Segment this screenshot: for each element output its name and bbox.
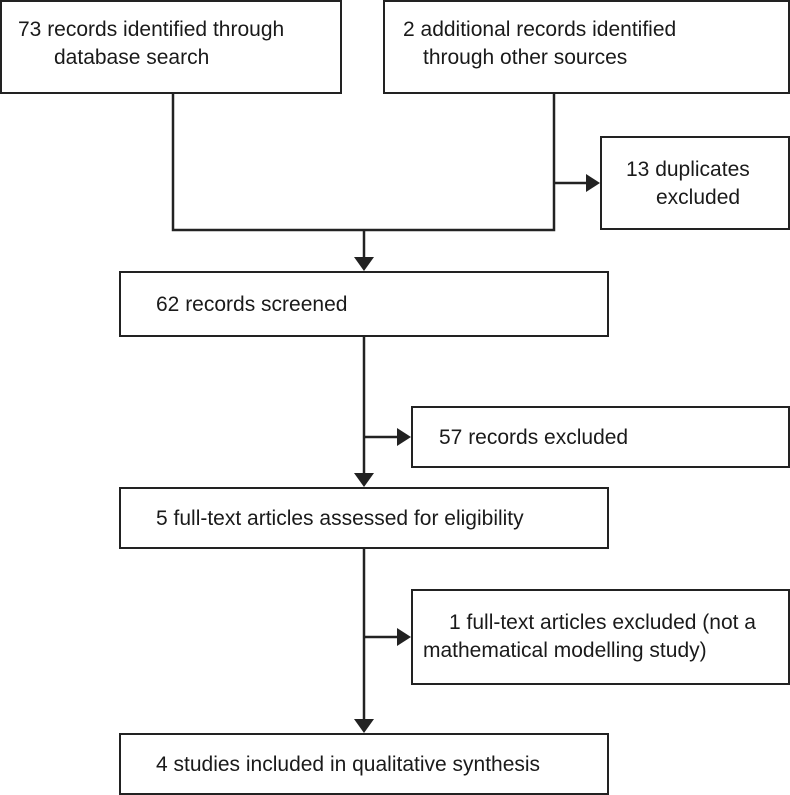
- duplicates-excluded-box: 13 duplicates excluded: [600, 136, 790, 230]
- fulltext-excluded-line2: mathematical modelling study): [423, 639, 707, 662]
- records-excluded-arrowhead: [397, 428, 411, 446]
- records-screened-box: 62 records screened: [119, 271, 609, 337]
- eligibility-text: 5 full-text articles assessed for eligib…: [156, 507, 524, 530]
- fulltext-excluded-arrowhead: [397, 628, 411, 646]
- other-sources-line2: through other sources: [423, 46, 628, 69]
- records-excluded-text: 57 records excluded: [439, 426, 629, 449]
- records-screened-text: 62 records screened: [156, 293, 348, 316]
- fulltext-excluded-box: 1 full-text articles excluded (not a mat…: [411, 589, 790, 685]
- eligibility-arrowhead: [354, 473, 374, 487]
- duplicates-line1: 13 duplicates: [626, 158, 750, 181]
- duplicates-arrowhead: [586, 174, 600, 192]
- merge-connector: [171, 94, 556, 232]
- records-excluded-box: 57 records excluded: [411, 406, 790, 468]
- database-search-line1: 73 records identified through: [18, 18, 285, 41]
- studies-included-box: 4 studies included in qualitative synthe…: [119, 733, 609, 795]
- eligibility-box: 5 full-text articles assessed for eligib…: [119, 487, 609, 549]
- screened-arrowhead: [354, 257, 374, 271]
- fulltext-excluded-line1: 1 full-text articles excluded (not a: [449, 611, 756, 634]
- database-search-box: 73 records identified through database s…: [0, 0, 342, 94]
- included-arrowhead: [354, 719, 374, 733]
- other-sources-line1: 2 additional records identified: [403, 18, 677, 41]
- database-search-line2: database search: [54, 46, 210, 69]
- duplicates-line2: excluded: [656, 186, 741, 209]
- studies-included-text: 4 studies included in qualitative synthe…: [156, 753, 541, 776]
- other-sources-box: 2 additional records identified through …: [383, 0, 790, 94]
